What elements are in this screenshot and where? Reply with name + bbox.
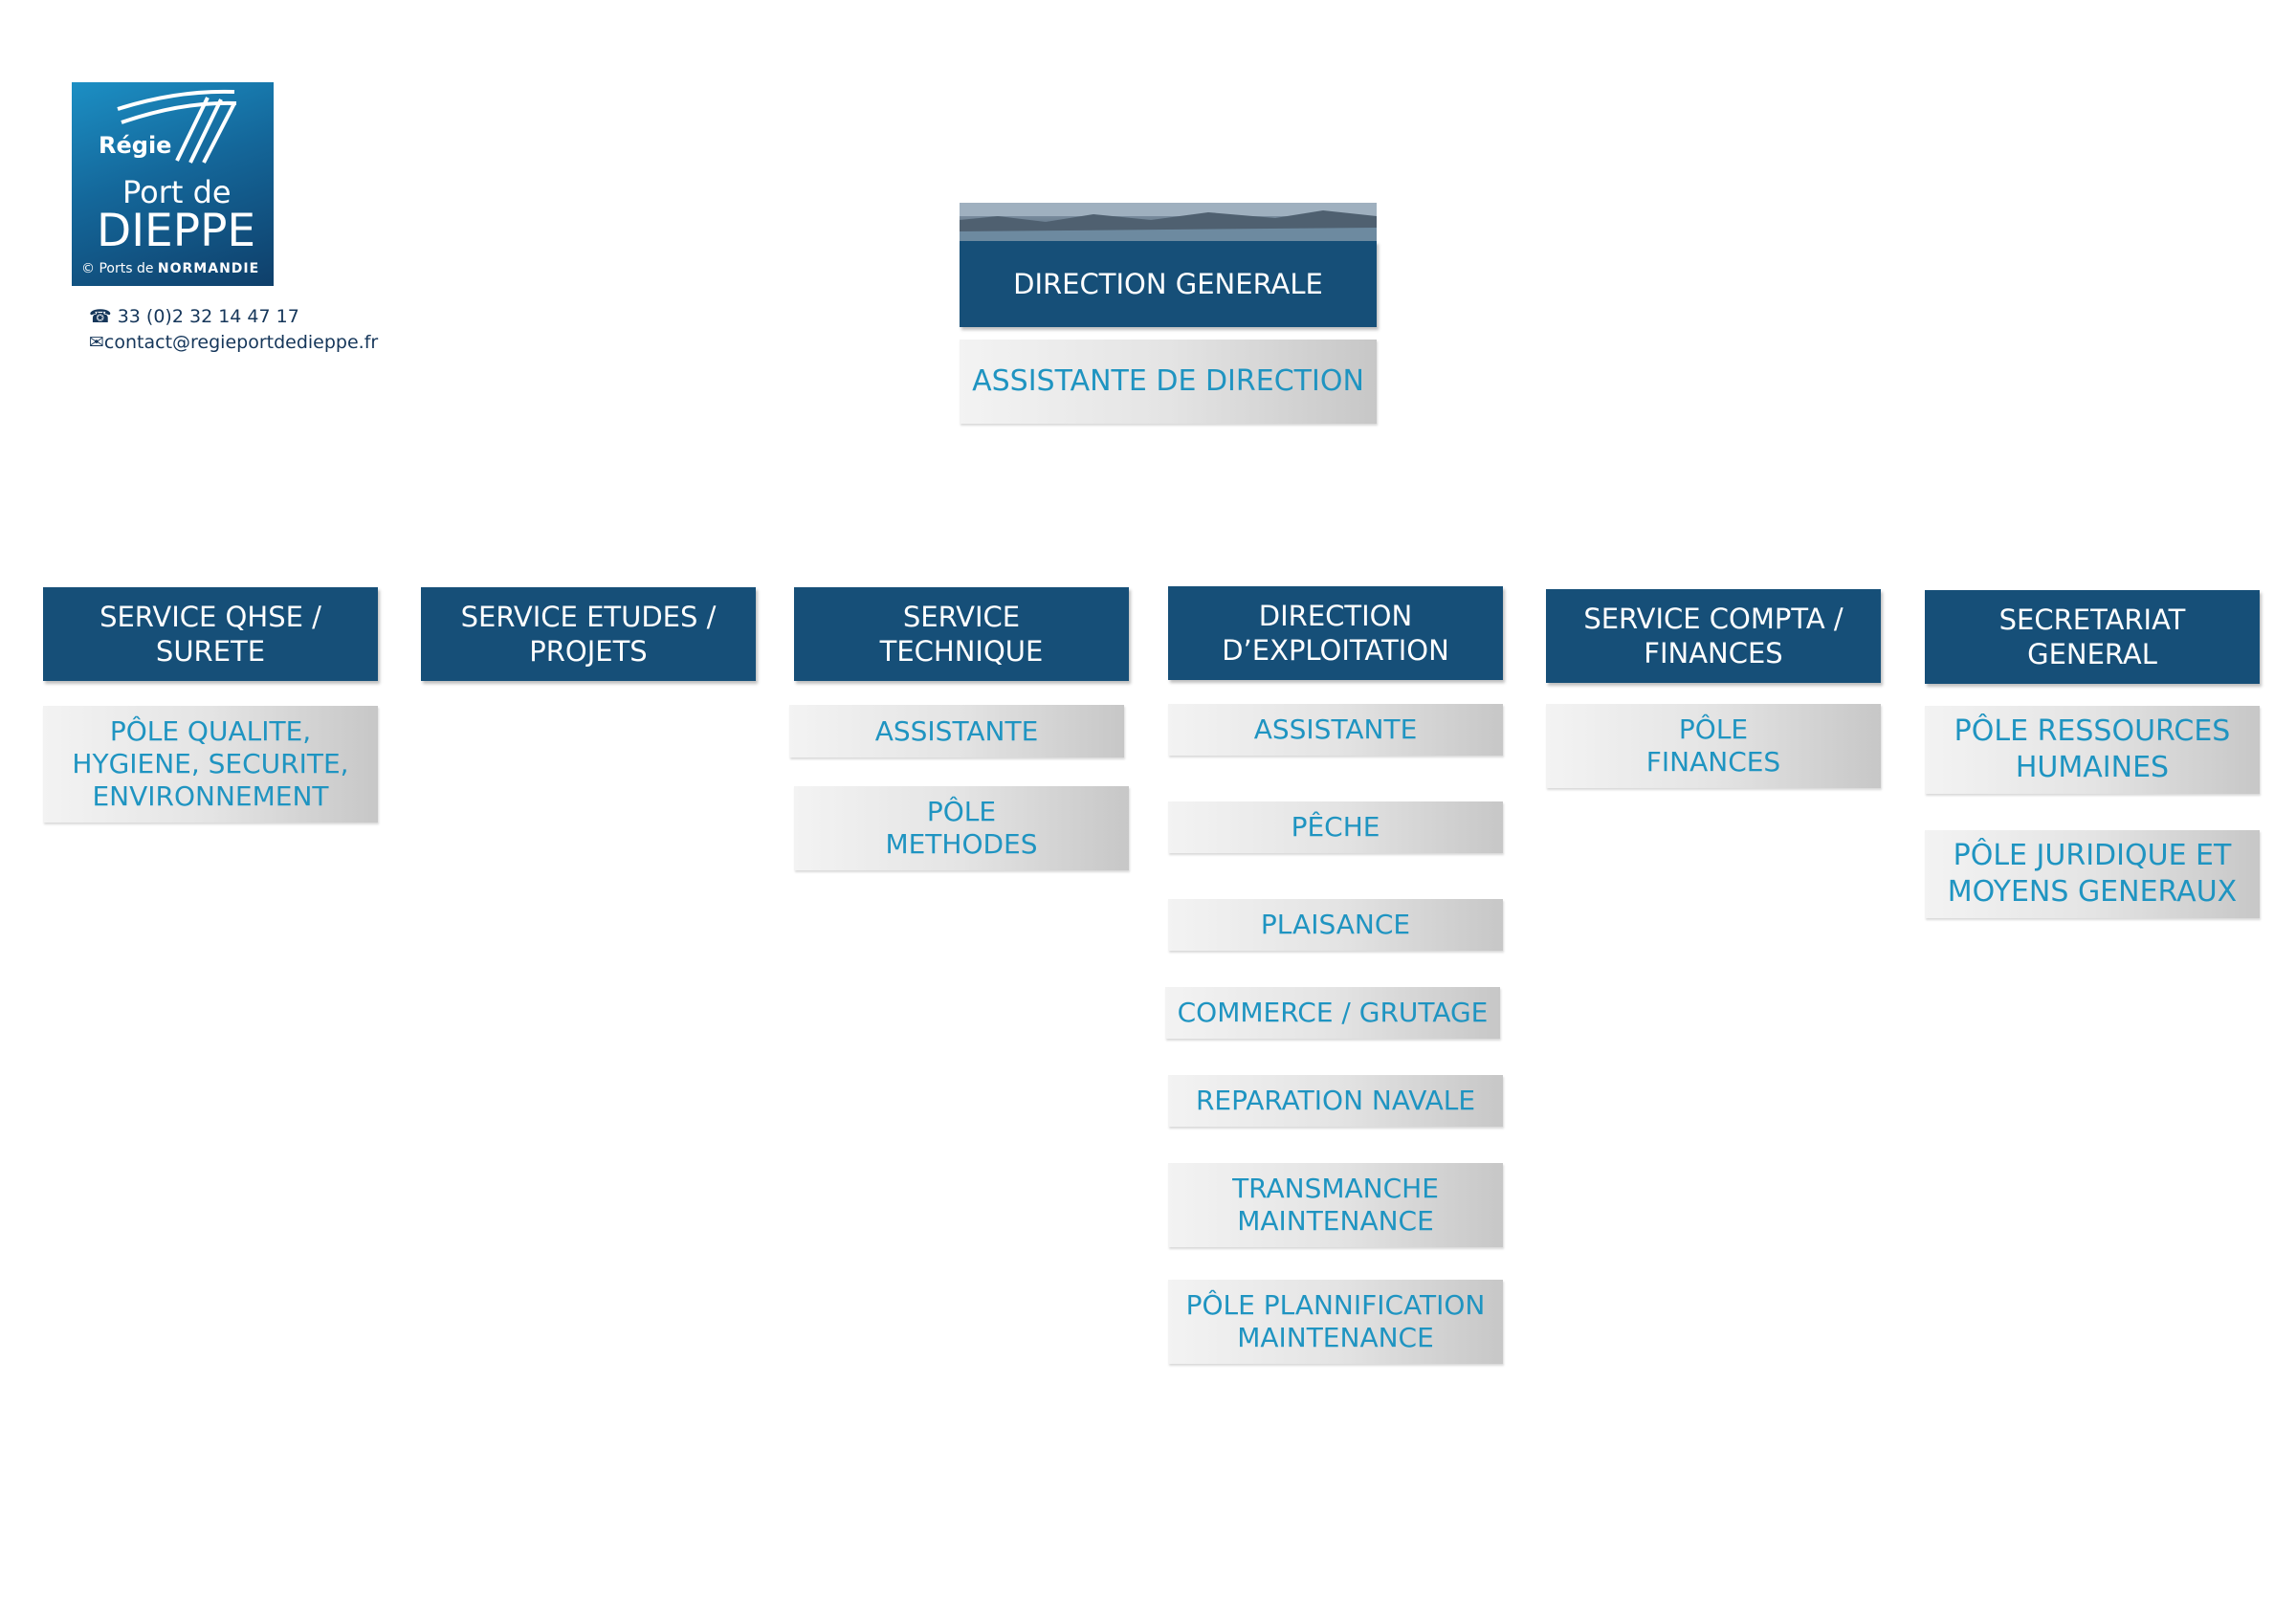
- pole-ressources-humaines-label: PÔLE RESSOURCES HUMAINES: [1954, 714, 2231, 784]
- commerce-grutage-label: COMMERCE / GRUTAGE: [1177, 997, 1489, 1028]
- reparation-navale-label: REPARATION NAVALE: [1195, 1085, 1476, 1116]
- logo-port-de-text: Port de: [122, 174, 232, 210]
- service-compta-title: SERVICE COMPTA / FINANCES: [1583, 603, 1843, 669]
- pole-qualite-label: PÔLE QUALITE, HYGIENE, SECURITE, ENVIRON…: [72, 715, 349, 812]
- pole-qualite-box: PÔLE QUALITE, HYGIENE, SECURITE, ENVIRON…: [43, 706, 378, 823]
- contact-email[interactable]: ✉contact@regieportdedieppe.fr: [89, 332, 378, 353]
- contact-phone: ☎ 33 (0)2 32 14 47 17: [89, 306, 299, 327]
- port-panorama-banner: [960, 203, 1377, 241]
- transmanche-maintenance-label: TRANSMANCHE MAINTENANCE: [1232, 1173, 1439, 1237]
- service-compta-header: SERVICE COMPTA / FINANCES: [1546, 589, 1881, 683]
- direction-generale-box: DIRECTION GENERALE: [960, 241, 1377, 327]
- secretariat-general-header: SECRETARIAT GENERAL: [1925, 590, 2260, 684]
- transmanche-maintenance-box: TRANSMANCHE MAINTENANCE: [1168, 1163, 1503, 1247]
- logo-regie-text: Régie: [99, 132, 172, 159]
- secretariat-general-title: SECRETARIAT GENERAL: [1998, 604, 2186, 670]
- email-address[interactable]: contact@regieportdedieppe.fr: [103, 332, 379, 353]
- phone-number: 33 (0)2 32 14 47 17: [117, 306, 299, 327]
- logo-normandie-text: © Ports de NORMANDIE: [81, 261, 259, 276]
- pole-finances-box: PÔLE FINANCES: [1546, 704, 1881, 788]
- technique-assistante-box: ASSISTANTE: [789, 705, 1124, 757]
- direction-exploitation-header: DIRECTION D’EXPLOITATION: [1168, 586, 1503, 680]
- pole-plannification-label: PÔLE PLANNIFICATION MAINTENANCE: [1185, 1289, 1486, 1353]
- logo-ports-de: © Ports de: [81, 261, 154, 276]
- assistante-direction-box: ASSISTANTE DE DIRECTION: [960, 340, 1377, 424]
- reparation-navale-box: REPARATION NAVALE: [1168, 1075, 1503, 1127]
- commerce-grutage-box: COMMERCE / GRUTAGE: [1165, 987, 1500, 1039]
- exploitation-assistante-box: ASSISTANTE: [1168, 704, 1503, 756]
- regie-port-dieppe-logo: Régie Port de DIEPPE © Ports de NORMANDI…: [72, 82, 274, 286]
- pole-methodes-label: PÔLE METHODES: [885, 796, 1038, 860]
- peche-box: PÊCHE: [1168, 801, 1503, 853]
- phone-icon: ☎: [89, 306, 112, 327]
- logo-dieppe-text: DIEPPE: [97, 205, 256, 257]
- plaisance-box: PLAISANCE: [1168, 899, 1503, 951]
- service-etudes-title: SERVICE ETUDES / PROJETS: [460, 601, 717, 668]
- envelope-icon: ✉: [89, 332, 104, 353]
- service-technique-title: SERVICE TECHNIQUE: [879, 601, 1044, 668]
- direction-exploitation-title: DIRECTION D’EXPLOITATION: [1222, 600, 1449, 667]
- pole-methodes-box: PÔLE METHODES: [794, 786, 1129, 870]
- peche-label: PÊCHE: [1291, 811, 1380, 843]
- pole-ressources-humaines-box: PÔLE RESSOURCES HUMAINES: [1925, 706, 2260, 794]
- logo-normandie: NORMANDIE: [157, 261, 260, 276]
- service-etudes-header: SERVICE ETUDES / PROJETS: [421, 587, 756, 681]
- pole-plannification-box: PÔLE PLANNIFICATION MAINTENANCE: [1168, 1280, 1503, 1364]
- service-qhse-title: SERVICE QHSE / SURETE: [99, 601, 321, 668]
- technique-assistante-label: ASSISTANTE: [874, 714, 1039, 747]
- logo-wave-lines: [117, 89, 237, 164]
- service-qhse-header: SERVICE QHSE / SURETE: [43, 587, 378, 681]
- plaisance-label: PLAISANCE: [1260, 909, 1411, 940]
- pole-finances-label: PÔLE FINANCES: [1645, 713, 1781, 778]
- panorama-image: [960, 203, 1377, 241]
- pole-juridique-box: PÔLE JURIDIQUE ET MOYENS GENERAUX: [1925, 830, 2260, 918]
- service-technique-header: SERVICE TECHNIQUE: [794, 587, 1129, 681]
- pole-juridique-label: PÔLE JURIDIQUE ET MOYENS GENERAUX: [1947, 839, 2238, 909]
- exploitation-assistante-label: ASSISTANTE: [1253, 713, 1418, 745]
- assistante-direction-label: ASSISTANTE DE DIRECTION: [972, 364, 1364, 398]
- direction-generale-label: DIRECTION GENERALE: [1013, 268, 1323, 300]
